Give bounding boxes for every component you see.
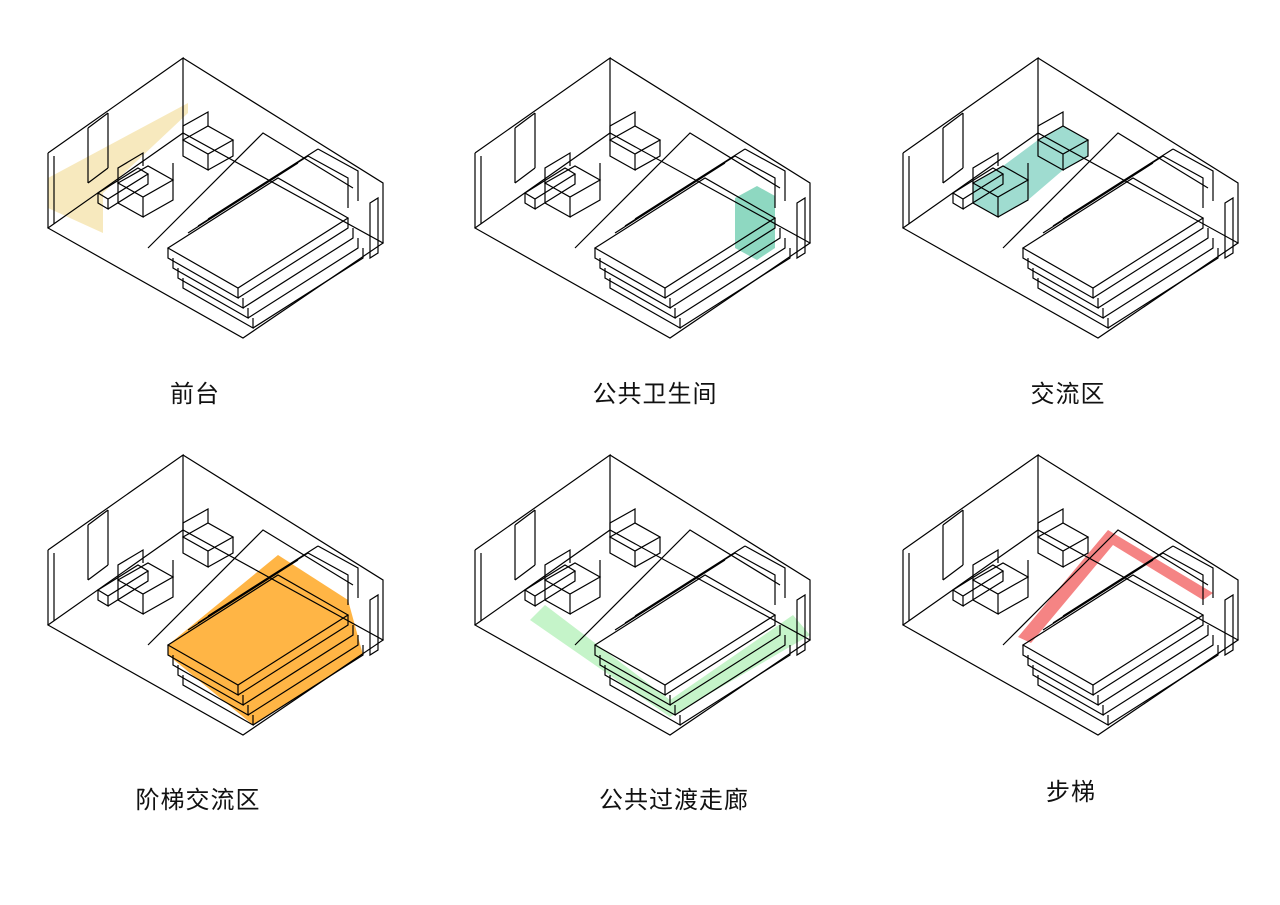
highlight-exchange-area bbox=[973, 126, 1088, 217]
panel-front-desk bbox=[47, 57, 384, 339]
panel-stepped-seating bbox=[47, 454, 384, 736]
caption-public-restroom: 公共卫生间 bbox=[592, 380, 718, 408]
caption-staircase: 步梯 bbox=[1046, 778, 1096, 806]
panel-exchange-area bbox=[902, 57, 1239, 339]
panel-public-restroom bbox=[474, 57, 811, 339]
caption-corridor: 公共过渡走廊 bbox=[599, 786, 749, 814]
panel-corridor bbox=[474, 454, 811, 736]
highlight-corridor bbox=[530, 605, 810, 717]
panel-staircase bbox=[902, 454, 1239, 736]
caption-front-desk: 前台 bbox=[170, 380, 220, 408]
highlight-public-restroom bbox=[735, 186, 775, 260]
caption-stepped-seating: 阶梯交流区 bbox=[135, 786, 261, 814]
caption-exchange-area: 交流区 bbox=[1030, 380, 1106, 408]
highlight-staircase bbox=[1018, 530, 1213, 643]
